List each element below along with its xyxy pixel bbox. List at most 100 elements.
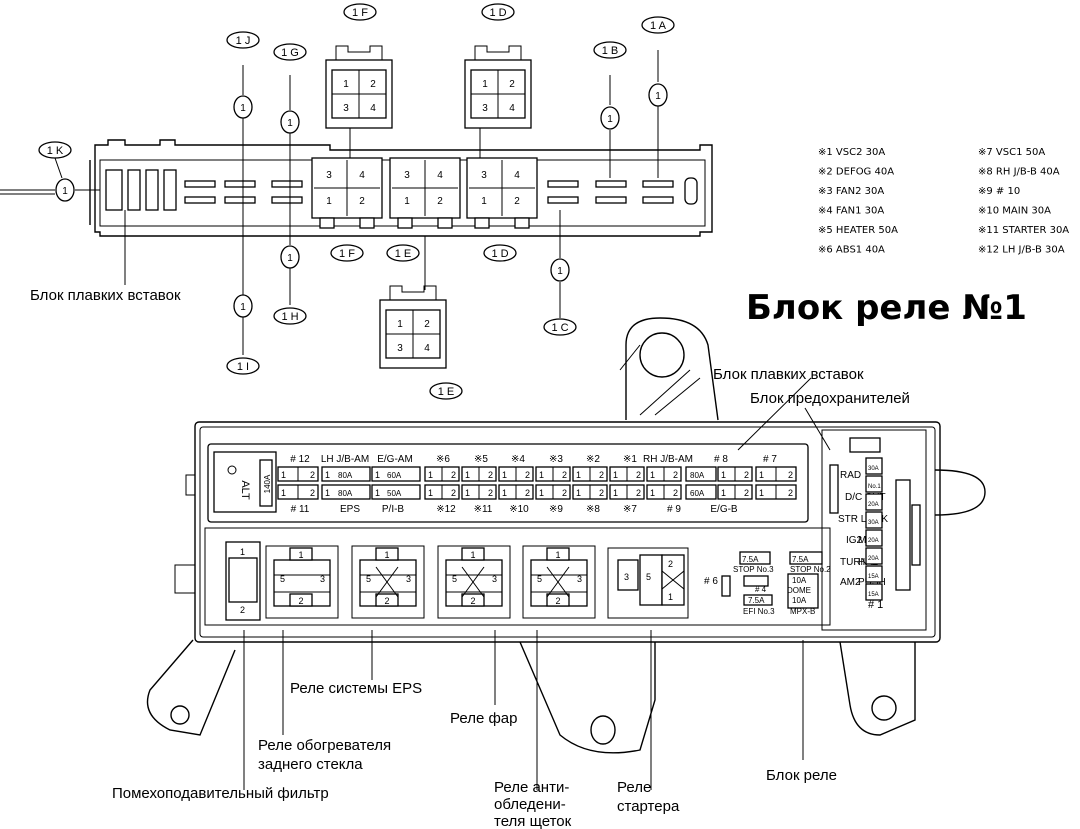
fuse-label-top: ※5 [474, 454, 488, 465]
fuse-label-bottom: E/G-B [710, 504, 738, 515]
fuse-slot [595, 180, 627, 188]
fuse-pin: 1 [650, 470, 655, 480]
fuse-pin: 2 [451, 470, 456, 480]
connector-1c-label: 1 C [551, 322, 568, 334]
starter-relay [607, 547, 689, 619]
fuse-slot [642, 196, 674, 204]
eps-relay [351, 545, 425, 619]
connector-1d-bottom-label: 1 D [491, 248, 508, 260]
fuse-value: 80A [338, 471, 353, 480]
fuse-pin: 1 [613, 488, 618, 498]
legend-entry: ※3 FAN2 30A [818, 186, 884, 197]
fuse-cell [371, 466, 421, 482]
right-fuse-label: RAD [840, 470, 861, 481]
fuse-pin: 2 [744, 488, 749, 498]
fuse-value: 80A [338, 489, 353, 498]
fuse-pin: 1 [281, 470, 286, 480]
pin-label: 1 [404, 196, 410, 207]
connector-1e [429, 382, 463, 400]
marker-label: 1 [287, 253, 293, 264]
right-fuse-value: 15A [868, 592, 879, 598]
fuse-label-bottom: ※10 [509, 504, 529, 515]
fuse-slot [642, 180, 674, 188]
fuse-cell [321, 466, 371, 482]
relay-pin: 1 [240, 547, 245, 557]
fuse-cell [321, 484, 371, 500]
fuse-pin: 2 [636, 488, 641, 498]
fuse-label-top: # 12 [290, 454, 310, 465]
fuse-label-top: ※4 [511, 454, 525, 465]
mini-fuse-value: 7.5A [742, 555, 759, 564]
mini-fuse-value: 7.5A [792, 555, 809, 564]
right-fuse-cell [865, 565, 883, 583]
fuse-pin: 2 [525, 488, 530, 498]
fuse-pin: 2 [451, 488, 456, 498]
fuse-label-top: LH J/B-AM [321, 454, 369, 465]
pin-label: 2 [370, 79, 376, 90]
end-terminal [684, 177, 698, 205]
fuse-slot [595, 196, 627, 204]
fuse-cell [371, 484, 421, 500]
right-fuse-label: D/C CUT [845, 492, 886, 503]
fuse-pin: 1 [539, 488, 544, 498]
pin-label: 4 [359, 170, 365, 181]
pin-label: 3 [326, 170, 332, 181]
pin-label: 4 [514, 170, 520, 181]
relay-pin: 2 [384, 596, 389, 606]
relay-pin: 2 [555, 596, 560, 606]
mini-fuse [743, 575, 769, 587]
pin-label: 4 [437, 170, 443, 181]
fuse-pin: 2 [562, 470, 567, 480]
right-fuse-value: 20A [868, 538, 879, 544]
right-fuse-value: 20A [868, 556, 879, 562]
fuse-label-bottom: P/I-B [382, 504, 405, 515]
pin-label: 3 [343, 103, 349, 114]
fuse-slot [547, 196, 579, 204]
fuse-label-bottom: EPS [340, 504, 360, 515]
pin-label: 3 [397, 343, 403, 354]
relay-pin: 2 [298, 596, 303, 606]
mini-fuse-label: STOP No.3 [733, 565, 774, 574]
connector-1k-marker [55, 178, 75, 202]
mini-fuse-label: STOP No.2 [790, 565, 831, 574]
connector-1g-label: 1 G [281, 47, 299, 59]
connector-1j-label: 1 J [236, 35, 251, 47]
relay-pin: 1 [298, 550, 303, 560]
fuse-value: 80A [690, 471, 705, 480]
fuse-pin: 1 [650, 488, 655, 498]
rear-defogger-relay [265, 545, 339, 619]
fuse-pin: 1 [759, 488, 764, 498]
eps-relay-label: Реле системы EPS [290, 680, 422, 697]
relay-pin: 3 [492, 574, 497, 584]
legend-entry: ※8 RH J/B-B 40A [978, 167, 1060, 178]
connector-1e-bottom [386, 244, 420, 262]
fuse-slot [184, 180, 216, 188]
pointer-line [737, 377, 812, 451]
right-fuse-cell [865, 583, 883, 601]
right-fuse-value: No.1 [868, 484, 881, 490]
connector-1h-label: 1 H [281, 311, 298, 323]
relay-block-label: Блок реле [766, 767, 837, 784]
relay-pin: 1 [384, 550, 389, 560]
fuse-label-bottom: # 11 [291, 504, 310, 515]
fuse-label-top: # 7 [763, 454, 777, 465]
connector-1f-bottom [330, 244, 364, 262]
pin-label: 1 [326, 196, 332, 207]
marker-label: 1 [607, 114, 613, 125]
marker-label: 1 [240, 302, 246, 313]
connector-1a-label: 1 A [650, 20, 667, 32]
legend-entry: ※6 ABS1 40A [818, 245, 885, 256]
fuse-slot [224, 196, 256, 204]
fuse-label-bottom: ※9 [549, 504, 563, 515]
alt-label: ALT [239, 480, 251, 500]
legend-entry: ※11 STARTER 30A [978, 225, 1069, 236]
relay-pin: 3 [624, 572, 629, 582]
connector-1d [481, 3, 515, 21]
connector-1i [226, 357, 260, 375]
